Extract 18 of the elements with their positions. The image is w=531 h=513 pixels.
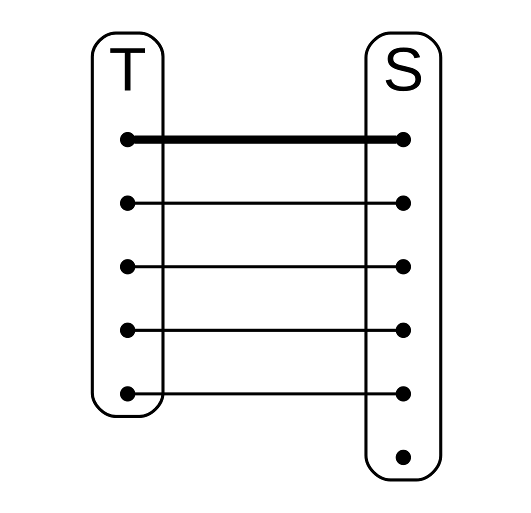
cluster: S: [364, 32, 442, 482]
node-circle: [396, 259, 412, 274]
node-circle: [396, 386, 412, 402]
node-circle: [396, 322, 412, 338]
node-circle: [120, 196, 136, 211]
node-circle: [396, 450, 412, 466]
connector: [134, 392, 396, 396]
connector: [134, 265, 396, 268]
node-circle: [396, 132, 412, 148]
node-circle: [120, 322, 136, 338]
node-circle: [120, 386, 136, 402]
connector: [134, 136, 396, 144]
cluster: T: [90, 32, 165, 418]
node-circle: [396, 196, 412, 211]
node-circle: [120, 132, 136, 148]
connector: [134, 328, 396, 332]
connector: [134, 202, 396, 205]
node-circle: [120, 259, 136, 274]
